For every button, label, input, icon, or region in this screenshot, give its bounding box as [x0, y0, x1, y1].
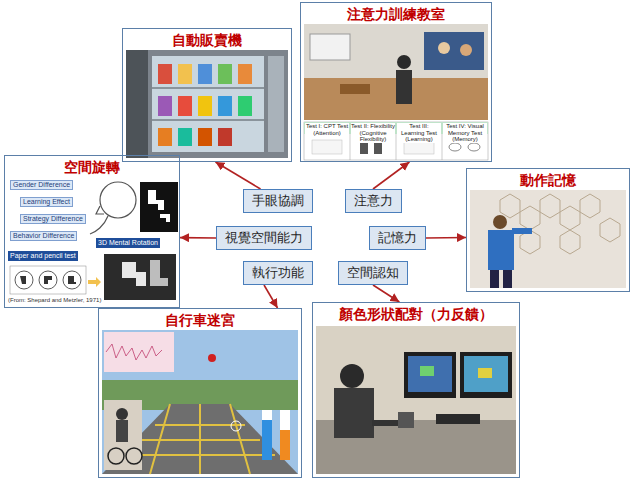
ability-box: 注意力: [345, 189, 402, 213]
figure-label: Gender Difference: [10, 180, 73, 190]
arrow-connector: [426, 237, 467, 239]
panel-title: 空間旋轉: [5, 156, 179, 176]
panel-ground: [466, 168, 630, 292]
ability-label: 記憶力: [370, 227, 425, 249]
arrow-connector: [373, 285, 399, 302]
panel-ground: [98, 308, 302, 478]
ability-label: 空間認知: [339, 262, 407, 284]
ability-box: 手眼協調: [243, 189, 313, 213]
ability-box: 空間認知: [338, 261, 408, 285]
rotation-figure: [10, 182, 178, 300]
ability-label: 注意力: [346, 190, 401, 212]
classroom-photo: [304, 24, 488, 160]
ability-label: 視覺空間能力: [217, 227, 311, 249]
panel-title: 動作記憶: [467, 169, 629, 189]
panel-ground: [122, 28, 292, 162]
panel-ground: [300, 2, 492, 162]
arrow-connector: [180, 237, 216, 239]
panel-ground: [4, 155, 180, 308]
panel-title: 顏色形狀配對（力反饋）: [313, 303, 519, 323]
ability-box: 執行功能: [243, 261, 313, 285]
ability-box: 記憶力: [369, 226, 426, 250]
figure-label: Strategy Difference: [20, 214, 86, 224]
figure-label: Learning Effect: [20, 197, 73, 207]
ability-box: 視覺空間能力: [216, 226, 312, 250]
force-feedback-photo: [316, 326, 516, 474]
figure-label: 3D Mental Rotation: [96, 238, 160, 248]
photo-panel: 動作記憶: [466, 168, 630, 292]
arrow-connector: [216, 162, 261, 189]
test-caption: Test IV: Visual Memory Test (Memory): [443, 123, 487, 143]
source-note: (From: Shepard and Metzler, 1971): [8, 297, 101, 304]
bicycle-photo: [102, 330, 298, 474]
photo-panel: 顏色形狀配對（力反饋）: [312, 302, 520, 478]
memory-photo: [470, 190, 626, 288]
figure-label: Behavior Difference: [10, 231, 77, 241]
arrow-connector: [373, 162, 409, 189]
panel-title: 自動販賣機: [123, 29, 291, 49]
panel-ground: [312, 302, 520, 478]
photo-panel: 自行車迷宮: [98, 308, 302, 478]
photo-panel: 自動販賣機: [122, 28, 292, 162]
figure-label: Paper and pencil test: [8, 251, 78, 261]
panel-title: 自行車迷宮: [99, 309, 301, 329]
ability-label: 執行功能: [244, 262, 312, 284]
test-caption: Test I: CPT Test (Attention): [305, 123, 349, 136]
panel-title: 注意力訓練教室: [301, 3, 491, 23]
test-caption: Test II: Flexibility (Cognitive Flexibil…: [351, 123, 395, 143]
vending-photo: [126, 50, 288, 158]
test-caption: Test III: Learning Test (Learning): [397, 123, 441, 143]
arrow-connector: [264, 285, 278, 308]
ability-label: 手眼協調: [244, 190, 312, 212]
